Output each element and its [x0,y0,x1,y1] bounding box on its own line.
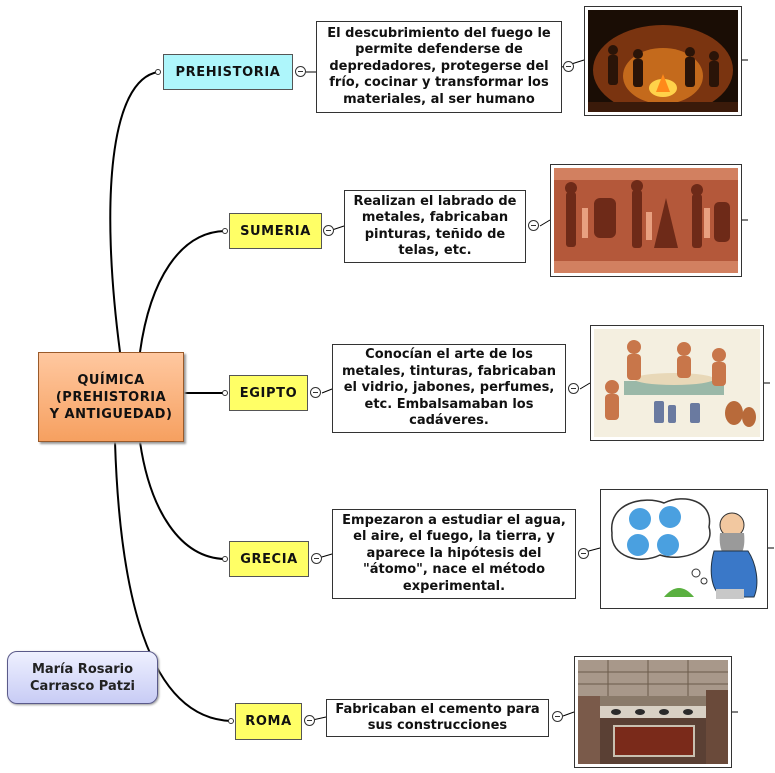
collapse-toggle-egipto[interactable] [310,387,321,398]
topic-label: PREHISTORIA [175,64,281,80]
description-text: El descubrimiento del fuego le permite d… [327,25,551,107]
topic-label: EGIPTO [239,385,298,401]
cave-fire-image [588,10,738,112]
topic-prehistoria[interactable]: PREHISTORIA [163,54,293,90]
branch-anchor-egipto [222,390,228,396]
description-text: Empezaron a estudiar el agua, el aire, e… [342,512,566,594]
author-name: María Rosario Carrasco Patzi [30,661,135,694]
topic-roma[interactable]: ROMA [235,703,302,740]
collapse-toggle-prehistoria-image[interactable] [563,61,574,72]
description-text: Fabricaban el cemento para sus construcc… [335,701,540,734]
image-grecia [600,489,768,609]
topic-egipto[interactable]: EGIPTO [229,375,308,411]
branch-anchor-roma [228,718,234,724]
sumerian-relief-image [554,168,738,273]
greek-philosopher-elements-image [604,493,764,605]
branch-anchor-grecia [222,556,228,562]
topic-sumeria[interactable]: SUMERIA [229,213,322,249]
description-egipto[interactable]: Conocían el arte de los metales, tintura… [332,344,566,433]
description-grecia[interactable]: Empezaron a estudiar el agua, el aire, e… [332,509,576,599]
branch-anchor-prehistoria [155,69,161,75]
topic-label: ROMA [245,714,292,729]
collapse-toggle-roma-image[interactable] [552,711,563,722]
image-egipto [590,325,764,441]
collapse-toggle-egipto-image[interactable] [568,383,579,394]
topic-grecia[interactable]: GRECIA [229,541,309,577]
branch-anchor-sumeria [222,228,228,234]
description-sumeria[interactable]: Realizan el labrado de metales, fabricab… [344,190,526,263]
roman-ruins-image [578,660,728,764]
description-prehistoria[interactable]: El descubrimiento del fuego le permite d… [316,21,562,113]
author-note[interactable]: María Rosario Carrasco Patzi [7,651,158,704]
central-topic[interactable]: QUÍMICA (PREHISTORIA Y ANTIGUEDAD) [38,352,184,442]
collapse-toggle-sumeria[interactable] [323,225,334,236]
image-prehistoria [584,6,742,116]
collapse-toggle-sumeria-image[interactable] [528,220,539,231]
collapse-toggle-roma[interactable] [304,715,315,726]
image-roma [574,656,732,768]
topic-label: GRECIA [240,551,298,567]
topic-label: SUMERIA [240,223,311,239]
central-topic-label: QUÍMICA (PREHISTORIA Y ANTIGUEDAD) [49,372,173,422]
description-text: Realizan el labrado de metales, fabricab… [353,193,517,259]
collapse-toggle-prehistoria[interactable] [295,66,306,77]
description-text: Conocían el arte de los metales, tintura… [341,347,557,429]
collapse-toggle-grecia[interactable] [311,553,322,564]
collapse-toggle-grecia-image[interactable] [578,548,589,559]
description-roma[interactable]: Fabricaban el cemento para sus construcc… [326,699,549,737]
egyptian-embalming-image [594,329,760,437]
image-sumeria [550,164,742,277]
